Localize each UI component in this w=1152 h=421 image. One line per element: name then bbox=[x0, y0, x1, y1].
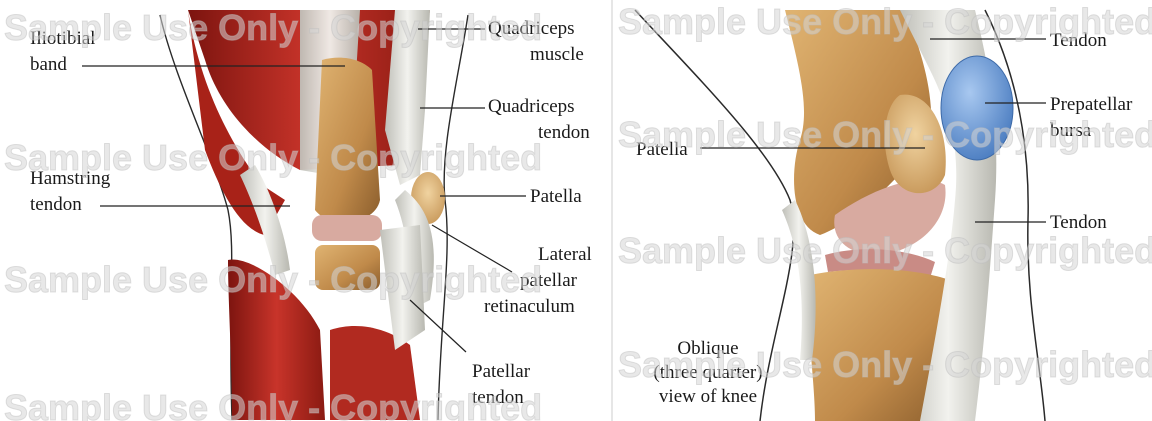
watermark-8: Sample Use Only - Copyrighted bbox=[618, 344, 1152, 385]
label-iliotibial-line2: band bbox=[30, 54, 67, 75]
label-bursa-line1: Prepatellar bbox=[1050, 94, 1133, 115]
label-quadriceps-tendon-line1: Quadriceps bbox=[488, 96, 575, 117]
watermark-2: Sample Use Only - Copyrighted bbox=[4, 137, 542, 178]
label-lateral-line1: Lateral bbox=[538, 244, 592, 265]
left-panel: Iliotibial band Quadriceps muscle Quadri… bbox=[30, 10, 592, 420]
watermark-4: Sample Use Only - Copyrighted bbox=[4, 387, 542, 421]
watermark-3: Sample Use Only - Copyrighted bbox=[4, 259, 542, 300]
left-joint-cartilage bbox=[312, 215, 382, 241]
watermark-5: Sample Use Only - Copyrighted bbox=[618, 1, 1152, 42]
left-skin-outline-right bbox=[438, 15, 468, 420]
watermark-7: Sample Use Only - Copyrighted bbox=[618, 230, 1152, 271]
label-patellar-tendon-line1: Patellar bbox=[472, 361, 531, 382]
watermark-1: Sample Use Only - Copyrighted bbox=[4, 7, 542, 48]
label-quadriceps-tendon-line2: tendon bbox=[538, 122, 590, 143]
label-hamstring-line2: tendon bbox=[30, 194, 82, 215]
label-patella-left: Patella bbox=[530, 186, 582, 207]
caption-line3: view of knee bbox=[659, 386, 757, 407]
watermark-6: Sample Use Only - Copyrighted bbox=[618, 114, 1152, 155]
